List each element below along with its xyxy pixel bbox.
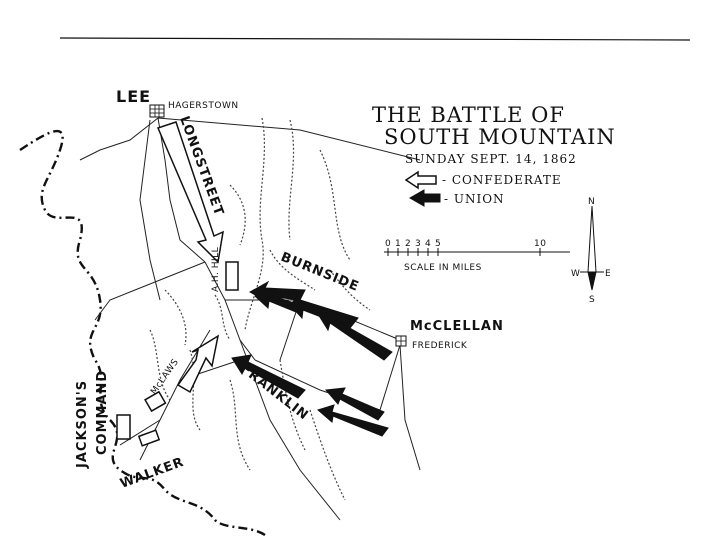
scale-tick-3: 3 <box>415 239 421 249</box>
walker-position-box <box>137 429 161 447</box>
scale-label: SCALE IN MILES <box>404 263 482 273</box>
compass-south-label: S <box>589 295 595 305</box>
scale-tick-2: 2 <box>405 239 411 249</box>
map-title-line1: THE BATTLE OF <box>372 103 565 127</box>
jackson-label-line1: JACKSON'S <box>75 380 90 469</box>
legend-confederate-label: - CONFEDERATE <box>442 173 562 187</box>
scale-tick-0: 0 <box>385 239 391 249</box>
jackson-label-line2: COMMAND <box>95 370 110 455</box>
scale-bar: 0 1 2 3 4 5 10 SCALE IN MILES <box>384 239 570 273</box>
hagerstown-town-icon <box>149 104 165 118</box>
union-arrows <box>231 280 393 437</box>
frederick-label: FREDERICK <box>412 341 468 351</box>
compass-rose: N S E W <box>571 197 611 305</box>
burnside-label: BURNSIDE <box>279 250 362 295</box>
mcclellan-label: McCLELLAN <box>410 319 504 334</box>
mountain-ridges <box>149 117 371 501</box>
hagerstown-label: HAGERSTOWN <box>168 101 239 111</box>
compass-north-needle-icon <box>587 205 597 273</box>
mcclellan-arrow-icon <box>317 311 393 361</box>
mclaws-label: McLAWS <box>149 357 181 397</box>
scale-tick-4: 4 <box>425 239 431 249</box>
longstreet-arrow-icon <box>156 121 224 264</box>
map-title-line2: SOUTH MOUNTAIN <box>384 125 616 149</box>
scale-tick-5: 5 <box>435 239 441 249</box>
lee-label: LEE <box>116 87 151 106</box>
compass-north-label: N <box>588 197 595 207</box>
franklin-arrow-icon-3 <box>316 404 389 437</box>
franklin-arrow-icon-2 <box>325 387 385 421</box>
potomac-river <box>19 130 266 537</box>
ah-hill-position-box <box>225 261 239 291</box>
scale-tick-10: 10 <box>534 239 546 249</box>
walker-label: WALKER <box>118 455 186 492</box>
burnside-arrow-icon-2 <box>254 288 301 313</box>
legend-union-label: - UNION <box>444 192 505 206</box>
compass-south-needle-icon <box>587 271 597 291</box>
jackson-position-box <box>116 414 131 440</box>
scale-tick-1: 1 <box>395 239 401 249</box>
map-date: SUNDAY SEPT. 14, 1862 <box>405 152 577 166</box>
mclaws-position-box <box>144 390 167 413</box>
compass-west-label: W <box>571 269 580 279</box>
map-border-line <box>59 37 691 41</box>
ah-hill-label: A.H. HILL <box>211 247 221 292</box>
road-network <box>79 117 421 521</box>
frederick-town-icon <box>395 335 407 347</box>
legend-confederate-icon <box>404 170 437 190</box>
compass-east-label: E <box>605 269 611 279</box>
mclaws-arrow-icon <box>176 334 220 394</box>
franklin-arrow-icon-1 <box>231 354 306 399</box>
legend-union-icon <box>408 189 441 207</box>
